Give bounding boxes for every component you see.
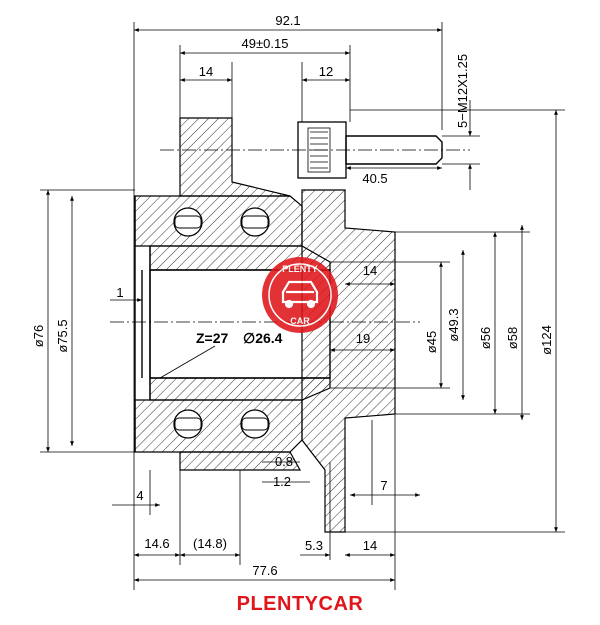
dim-inner-14: 14 [363,263,377,278]
center-lines [110,149,470,323]
dimension-lines [40,22,565,590]
hub-section [134,117,396,533]
dim-gap-08: 0.8 [275,454,293,469]
dim-inner-1: 1 [116,285,123,300]
dim-d45: ø45 [424,331,439,353]
dim-gap-12: 1.2 [273,474,291,489]
dim-spline-diameter: ∅26.4 [243,330,283,346]
dim-overall-width: 92.1 [275,13,300,28]
dim-bottom-146: 14.6 [144,536,169,551]
dim-d76: ø76 [31,325,46,347]
dimension-labels: 92.1 49±0.15 14 12 5−M12X1.25 40.5 14 1 … [31,13,554,578]
dim-bottom-148: (14.8) [193,536,227,551]
watermark-top-text: PLENTY [282,264,318,274]
dim-hub-right: 12 [319,64,333,79]
bearing-balls [173,207,270,439]
dim-d56: ø56 [478,327,493,349]
dim-stud-length: 40.5 [362,171,387,186]
dim-hub-left: 14 [199,64,213,79]
dim-width-4: 4 [136,488,143,503]
dim-d49: ø49.3 [446,308,461,341]
dim-d75: ø75.5 [55,319,70,352]
brand-watermark: PLENTY CAR [262,257,338,333]
dim-bottom-53: 5.3 [305,538,323,553]
dim-d58: ø58 [505,327,520,349]
dim-d124: ø124 [539,325,554,355]
car-icon [281,280,319,309]
brand-name: PLENTYCAR [236,593,364,615]
dim-overall-776: 77.6 [252,563,277,578]
dim-thread: 5−M12X1.25 [455,54,470,128]
watermark-bottom-text: CAR [290,316,310,326]
dim-inner-19: 19 [356,331,370,346]
dim-spline: Z=27 [196,330,229,346]
dim-flange-offset: 49±0.15 [242,36,289,51]
dim-bottom-14: 14 [363,538,377,553]
dim-width-7: 7 [380,478,387,493]
